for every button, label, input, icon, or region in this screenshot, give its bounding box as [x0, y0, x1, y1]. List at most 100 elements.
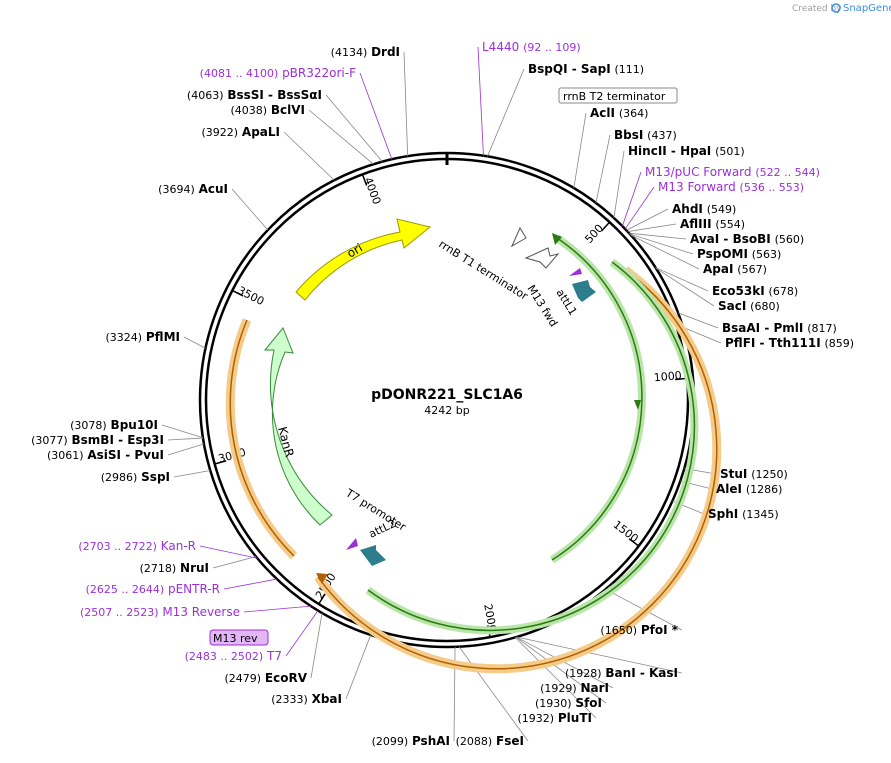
- site-label: (1932) PluTI: [517, 711, 592, 725]
- site-leader: [655, 267, 715, 307]
- site-position: (1929): [540, 682, 577, 695]
- site-position: (111): [615, 63, 645, 76]
- site-name: AvaI - BsoBI: [690, 232, 771, 246]
- green-arc-marker: [634, 400, 641, 410]
- site-name: StuI: [720, 467, 747, 481]
- site-label: BbsI (437): [614, 128, 677, 142]
- site-labels: (4134) DrdI(4081 .. 4100) pBR322ori-F(40…: [31, 40, 854, 748]
- site-leader: [161, 424, 204, 439]
- site-leader: [223, 578, 277, 590]
- site-label: BspQI - SapI (111): [528, 62, 644, 76]
- site-name: pBR322ori-F: [282, 66, 356, 80]
- site-position: (4038): [230, 104, 267, 117]
- site-name: AleI: [716, 482, 742, 496]
- site-label: (2703 .. 2722) Kan-R: [78, 539, 196, 553]
- site-leader: [477, 46, 484, 156]
- site-label: (1928) BanI - KasI: [565, 666, 678, 680]
- site-leader: [167, 443, 205, 456]
- site-label: BsaAI - PmlI (817): [722, 321, 837, 335]
- site-name: BssSI - BssSαI: [227, 88, 322, 102]
- attl2-marker: [346, 538, 358, 550]
- site-name: BbsI: [614, 128, 643, 142]
- site-position: (3061): [47, 449, 84, 462]
- site-position: (2718): [140, 562, 177, 575]
- orange-arc-arrowhead: [316, 573, 328, 584]
- site-label: (2507 .. 2523) M13 Reverse: [80, 605, 240, 619]
- site-position: (437): [647, 129, 677, 142]
- site-name: ApaLI: [242, 125, 280, 139]
- site-position: (2088): [456, 735, 493, 748]
- attl1-marker: [569, 268, 582, 276]
- site-name: M13/pUC Forward: [645, 165, 752, 179]
- site-leader: [621, 171, 642, 227]
- scale-tick-label: 1500: [611, 518, 641, 545]
- site-label: (4038) BclVI: [230, 103, 305, 117]
- site-position: (3922): [202, 126, 239, 139]
- m13rev-box: [209, 629, 269, 646]
- scale-tick-label: 2000: [481, 603, 499, 633]
- site-name: SphI: [708, 507, 738, 521]
- snapgene-brand: SnapGene: [843, 3, 891, 14]
- site-name: AcuI: [199, 182, 228, 196]
- site-label: SphI (1345): [708, 507, 779, 521]
- site-position: (2099): [372, 735, 409, 748]
- site-name: NarI: [580, 681, 609, 695]
- site-position: (4134): [331, 46, 368, 59]
- site-position: (1928): [565, 667, 602, 680]
- green-feature-line-inner: [551, 237, 643, 561]
- site-name: M13 Reverse: [162, 605, 240, 619]
- green-arc-arrowhead: [552, 233, 562, 245]
- site-leader: [167, 437, 203, 441]
- site-name: HincII - HpaI: [628, 144, 711, 158]
- site-leader: [325, 94, 383, 162]
- rrnb-t2-marker: [510, 226, 527, 248]
- site-label: (1650) PfoI *: [600, 623, 678, 637]
- site-name: BanI - KasI: [605, 666, 678, 680]
- site-leader: [624, 186, 655, 230]
- site-leader: [199, 545, 258, 559]
- scale-tick-label: 500: [582, 222, 606, 246]
- site-position: (1250): [751, 468, 788, 481]
- site-name: T7: [266, 649, 282, 663]
- site-leader: [283, 131, 335, 181]
- site-position: (2703 .. 2722): [78, 540, 157, 553]
- site-name: BclVI: [271, 103, 305, 117]
- site-name: AflIII: [680, 217, 712, 231]
- site-position: (1930): [535, 697, 572, 710]
- site-name: SfoI: [575, 696, 602, 710]
- site-leader: [487, 68, 525, 157]
- site-label: (3922) ApaLI: [202, 125, 281, 139]
- site-label: (4134) DrdI: [331, 45, 400, 59]
- site-name: EcoRV: [265, 671, 308, 685]
- site-label: (3078) Bpu10I: [70, 418, 158, 432]
- site-leader: [629, 232, 687, 240]
- site-name: Eco53kI: [712, 284, 765, 298]
- site-position: (2333): [271, 693, 308, 706]
- site-position: (817): [807, 322, 837, 335]
- site-position: (859): [825, 337, 855, 350]
- site-position: (2986): [101, 471, 138, 484]
- site-leader: [595, 134, 611, 204]
- site-leader: [626, 208, 669, 231]
- site-name: Kan-R: [161, 539, 196, 553]
- site-leader: [613, 150, 625, 219]
- site-leader: [173, 470, 211, 478]
- ori-feature: ori: [295, 218, 432, 301]
- site-position: (680): [750, 300, 780, 313]
- site-leader: [285, 610, 319, 657]
- green-feature-line-outer: [367, 261, 696, 632]
- site-label: (2479) EcoRV: [225, 671, 308, 685]
- site-leader: [345, 634, 372, 700]
- site-position: (1286): [746, 483, 783, 496]
- site-name: PluTI: [558, 711, 592, 725]
- site-position: (2507 .. 2523): [80, 606, 159, 619]
- attl2-arrow: [360, 545, 386, 566]
- site-position: (92 .. 109): [523, 41, 581, 54]
- site-position: (2479): [225, 672, 262, 685]
- rrnb-t2-box: [558, 87, 678, 104]
- site-position: (560): [775, 233, 805, 246]
- orange-feature-line-right: [317, 269, 718, 670]
- site-leader: [627, 223, 677, 232]
- site-name: M13 Forward: [658, 180, 736, 194]
- site-position: (3078): [70, 419, 107, 432]
